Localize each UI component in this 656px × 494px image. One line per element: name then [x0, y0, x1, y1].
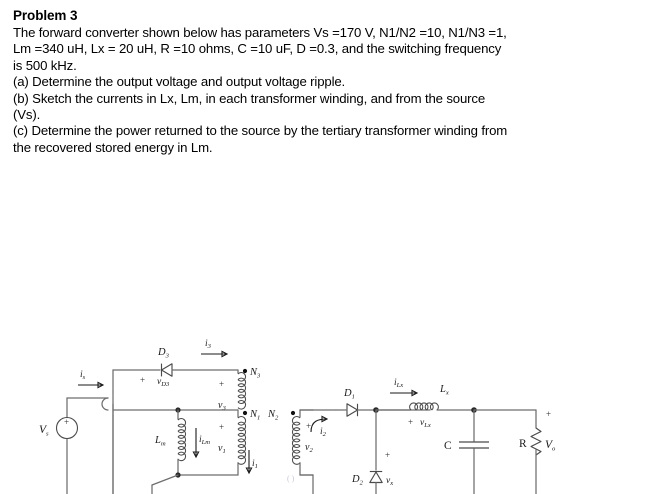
output-voltage-label: Vo [545, 439, 556, 453]
schematic-figure-caption: ( ) [287, 474, 295, 483]
forward-converter-schematic: + Vs is D3 + vD3 i3 N3 + v3 [0, 185, 656, 494]
diode-d1-label: D1 [343, 388, 355, 401]
resistor-label: R [519, 438, 527, 450]
problem-line-7: (c) Determine the power returned to the … [13, 123, 508, 139]
diode-d1-symbol [346, 403, 359, 417]
diode-d2-symbol [369, 471, 383, 484]
i3-current-label: i3 [205, 339, 212, 350]
ilx-current-label: iLx [394, 378, 403, 389]
winding-n2-coil [291, 416, 301, 465]
winding-n1-dot [242, 410, 248, 416]
problem-line-2: Lm =340 uH, Lx = 20 uH, R =10 ohms, C =1… [13, 41, 502, 57]
vd3-label: vD3 [157, 377, 170, 388]
diode-d3-label: D3 [157, 347, 170, 360]
vlx-plus-sign: + [408, 417, 413, 427]
v1-plus-sign: + [219, 422, 224, 432]
winding-n2-dot [290, 410, 296, 416]
winding-n3-label: N3 [249, 367, 261, 380]
source-label: Vs [39, 424, 49, 438]
winding-n3-dot [242, 368, 248, 374]
source-plus-sign: + [64, 417, 69, 427]
page-title: Problem 3 [13, 8, 78, 23]
vx-plus-sign: + [385, 450, 390, 460]
v2-label: v2 [305, 442, 313, 454]
vd3-plus-sign: + [140, 375, 145, 385]
diode-d3-symbol [160, 363, 173, 377]
ilm-current-label: iLm [199, 435, 210, 446]
v3-label: v3 [218, 400, 226, 412]
inductor-lx-label: Lx [439, 384, 449, 397]
voltage-source-symbol [55, 416, 79, 440]
source-current-label: is [80, 370, 86, 381]
capacitor-label: C [444, 440, 452, 452]
resistor-zigzag [530, 427, 542, 456]
vlx-label: vLx [420, 418, 431, 429]
problem-statement: Problem 3 The forward converter shown be… [13, 8, 643, 156]
v3-plus-sign: + [219, 379, 224, 389]
winding-n3-coil [237, 372, 247, 410]
winding-n2-label: N2 [267, 409, 279, 422]
problem-line-1: The forward converter shown below has pa… [13, 25, 507, 40]
problem-line-6: (Vs). [13, 107, 41, 123]
inductor-lx-coil [409, 402, 439, 411]
diode-d2-label: D2 [351, 474, 364, 487]
problem-line-4: (a) Determine the output voltage and out… [13, 74, 346, 90]
v1-label: v1 [218, 443, 226, 455]
problem-line-3: is 500 kHz. [13, 57, 77, 73]
vo-plus-sign: + [546, 409, 551, 419]
problem-line-8: the recovered stored energy in Lm. [13, 139, 213, 155]
inductor-lm-coil [177, 418, 187, 462]
i1-current-label: i1 [252, 459, 258, 470]
inductor-lm-label: Lm [154, 435, 166, 448]
vx-label: vx [386, 476, 393, 487]
problem-line-5: (b) Sketch the currents in Lx, Lm, in ea… [13, 90, 486, 106]
winding-n1-coil [237, 416, 247, 465]
v2-plus-sign: + [306, 421, 311, 431]
i2-current-label: i2 [320, 427, 327, 438]
winding-n1-label: N1 [249, 409, 260, 422]
